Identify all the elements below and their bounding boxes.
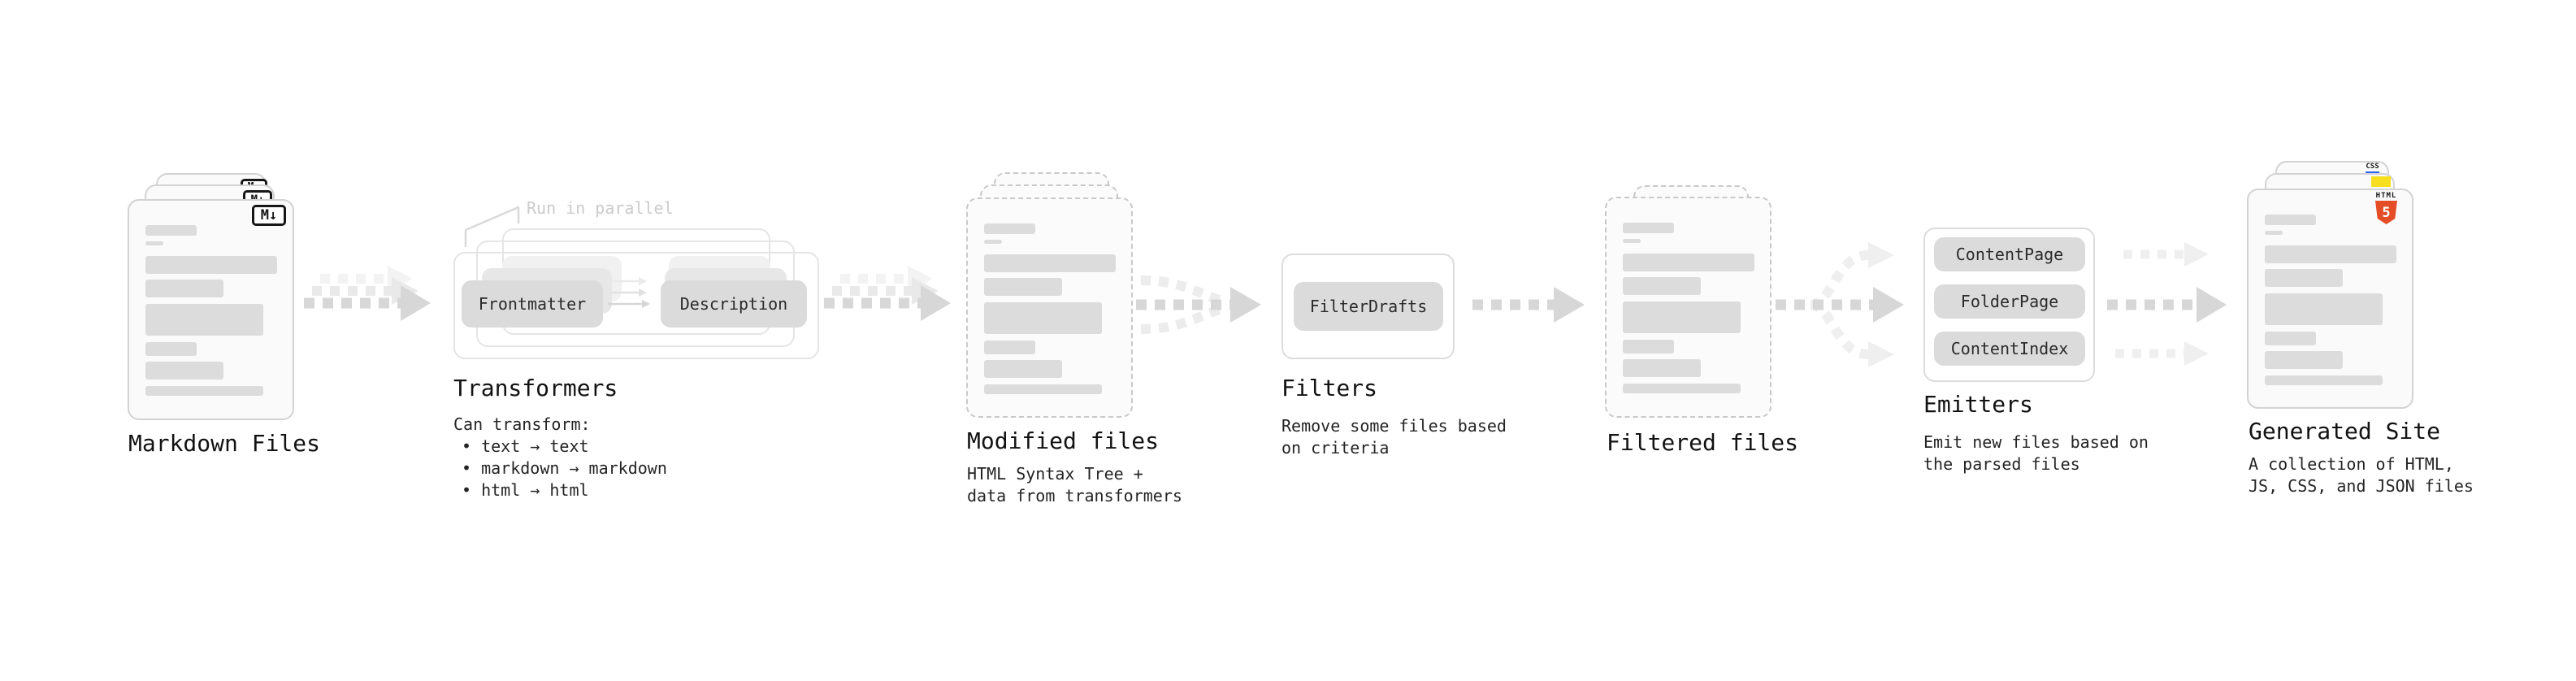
stage-title-emitters: Emitters xyxy=(1923,391,2033,418)
transformers-subtitle-heading: Can transform: xyxy=(453,414,591,434)
placeholder-bar xyxy=(2265,375,2383,385)
flow-arrow-filters-to-filtered xyxy=(1472,287,1585,323)
chip-contentindex: ContentIndex xyxy=(1934,332,2085,366)
placeholder-bar xyxy=(1623,340,1674,354)
placeholder-bar xyxy=(1623,277,1701,295)
parallel-mini-arrows-icon xyxy=(608,277,650,308)
file-placeholder-lines xyxy=(968,199,1131,394)
placeholder-bar xyxy=(984,254,1116,272)
stage-title-filters: Filters xyxy=(1281,375,1378,401)
placeholder-bar xyxy=(2265,231,2283,235)
file-placeholder-lines xyxy=(129,201,293,396)
placeholder-bar xyxy=(145,241,163,245)
modified-file-card xyxy=(966,197,1133,418)
flow-arrow-filtered-to-emitters-fork xyxy=(1776,242,1904,367)
markdown-file-card xyxy=(128,199,294,420)
placeholder-bar xyxy=(2265,293,2383,325)
placeholder-bar xyxy=(2265,351,2343,369)
placeholder-bar xyxy=(984,223,1035,234)
placeholder-bar xyxy=(1623,239,1641,243)
placeholder-bar xyxy=(145,304,263,336)
placeholder-bar xyxy=(984,340,1035,354)
stage-title-markdown-files: Markdown Files xyxy=(128,430,321,457)
stage-title-modified-files: Modified files xyxy=(967,427,1160,454)
placeholder-bar xyxy=(1623,301,1741,333)
placeholder-bar xyxy=(145,280,223,297)
modified-files-subtitle: HTML Syntax Tree + data from transformer… xyxy=(967,464,1182,505)
placeholder-bar xyxy=(145,225,197,236)
filtered-file-card xyxy=(1605,197,1772,418)
placeholder-bar xyxy=(2265,215,2316,225)
placeholder-bar xyxy=(984,384,1102,394)
placeholder-bar xyxy=(2265,269,2343,287)
generated-site-subtitle: A collection of HTML, JS, CSS, and JSON … xyxy=(2249,454,2474,496)
flow-arrow-transformers-to-modified xyxy=(824,266,951,321)
stage-title-transformers: Transformers xyxy=(453,375,618,401)
css-icon: CSS xyxy=(2366,163,2379,174)
flow-arrow-emitters-to-site xyxy=(2107,242,2227,366)
placeholder-bar xyxy=(145,362,223,380)
placeholder-bar xyxy=(984,240,1002,244)
placeholder-bar xyxy=(984,278,1062,296)
transformer-container xyxy=(453,252,819,359)
placeholder-bar xyxy=(1623,359,1701,377)
emitters-subtitle: Emit new files based on the parsed files xyxy=(1923,432,2149,474)
placeholder-bar xyxy=(2265,245,2396,263)
placeholder-bar xyxy=(145,342,197,356)
transformers-bullet: • markdown → markdown xyxy=(462,458,667,478)
file-placeholder-lines xyxy=(1607,198,1770,393)
filters-subtitle: Remove some files based on criteria xyxy=(1281,416,1507,458)
markdown-icon: M↓ xyxy=(252,205,286,226)
stage-title-filtered-files: Filtered files xyxy=(1607,429,1799,456)
chip-folderpage: FolderPage xyxy=(1934,284,2085,319)
transformers-bullet: • html → html xyxy=(462,480,589,500)
placeholder-bar xyxy=(145,386,263,396)
placeholder-bar xyxy=(2265,332,2316,345)
chip-filterdrafts: FilterDrafts xyxy=(1294,282,1443,331)
flow-arrow-markdown-to-transformers xyxy=(304,266,431,321)
chip-frontmatter: Frontmatter xyxy=(462,280,603,327)
javascript-icon xyxy=(2371,176,2391,187)
placeholder-bar xyxy=(1623,223,1674,233)
chip-contentpage: ContentPage xyxy=(1934,237,2085,271)
site-file-card xyxy=(2247,189,2413,409)
flow-arrow-modified-to-filters-converge xyxy=(1136,275,1261,334)
annotation-callout-line xyxy=(464,206,520,247)
placeholder-bar xyxy=(145,256,277,274)
file-placeholder-lines xyxy=(2249,190,2412,385)
transformers-bullet: • text → text xyxy=(462,436,589,456)
placeholder-bar xyxy=(984,302,1102,334)
placeholder-bar xyxy=(1623,384,1741,393)
html5-icon: HTML 5 xyxy=(2375,192,2397,224)
run-in-parallel-annotation: Run in parallel xyxy=(527,198,674,218)
placeholder-bar xyxy=(984,360,1062,378)
placeholder-bar xyxy=(1623,254,1754,271)
stage-title-generated-site: Generated Site xyxy=(2249,418,2441,445)
chip-description: Description xyxy=(661,280,807,327)
